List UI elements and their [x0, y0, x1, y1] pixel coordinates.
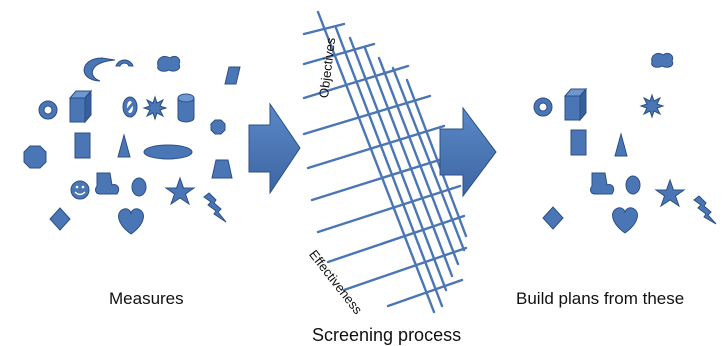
- lightning-shape: [203, 192, 227, 223]
- cube-shape: [68, 89, 93, 124]
- starburst-shape: [639, 93, 665, 119]
- measures-label: Measures: [109, 289, 184, 308]
- moon-shape: [83, 57, 116, 82]
- rectangle-shape: [74, 132, 91, 159]
- measures-shapes: [23, 55, 241, 235]
- oval-shape: [625, 175, 641, 195]
- trapezoid-shape: [211, 159, 233, 179]
- cloud-shape: [157, 55, 181, 72]
- diamond-shape: [542, 206, 564, 230]
- selected-shapes: [533, 52, 717, 234]
- heart-shape: [118, 208, 144, 235]
- arc-shape: [115, 59, 134, 67]
- heart-shape: [612, 207, 638, 234]
- star-shape: [164, 176, 196, 206]
- cloud-shape: [651, 52, 674, 68]
- punched-shape: [590, 172, 615, 195]
- donut-hole: [43, 105, 53, 115]
- cylinder-shape: [177, 93, 195, 123]
- octagon-shape: [23, 145, 47, 169]
- arrow-right: [439, 106, 497, 198]
- build-plans-label: Build plans from these: [516, 289, 685, 308]
- diamond-shape: [49, 207, 71, 231]
- cube-shape: [563, 87, 588, 122]
- punched-shape: [95, 172, 120, 195]
- screening-process-label: Screening process: [312, 325, 462, 345]
- lightning-shape: [693, 195, 717, 225]
- triangle-shape: [117, 133, 131, 158]
- star-shape: [654, 178, 686, 208]
- arrow-left: [248, 102, 301, 195]
- oval-shape: [131, 177, 147, 197]
- screening-grid: [302, 10, 468, 314]
- starburst-shape: [142, 95, 168, 121]
- octagon-small-shape: [210, 119, 226, 135]
- flat-ellipse-shape: [143, 144, 193, 160]
- rectangle-shape: [570, 129, 587, 156]
- donut-hole: [538, 102, 548, 112]
- parallelogram-shape: [224, 66, 241, 85]
- smiley-shape: [70, 180, 90, 200]
- triangle-shape: [614, 132, 628, 157]
